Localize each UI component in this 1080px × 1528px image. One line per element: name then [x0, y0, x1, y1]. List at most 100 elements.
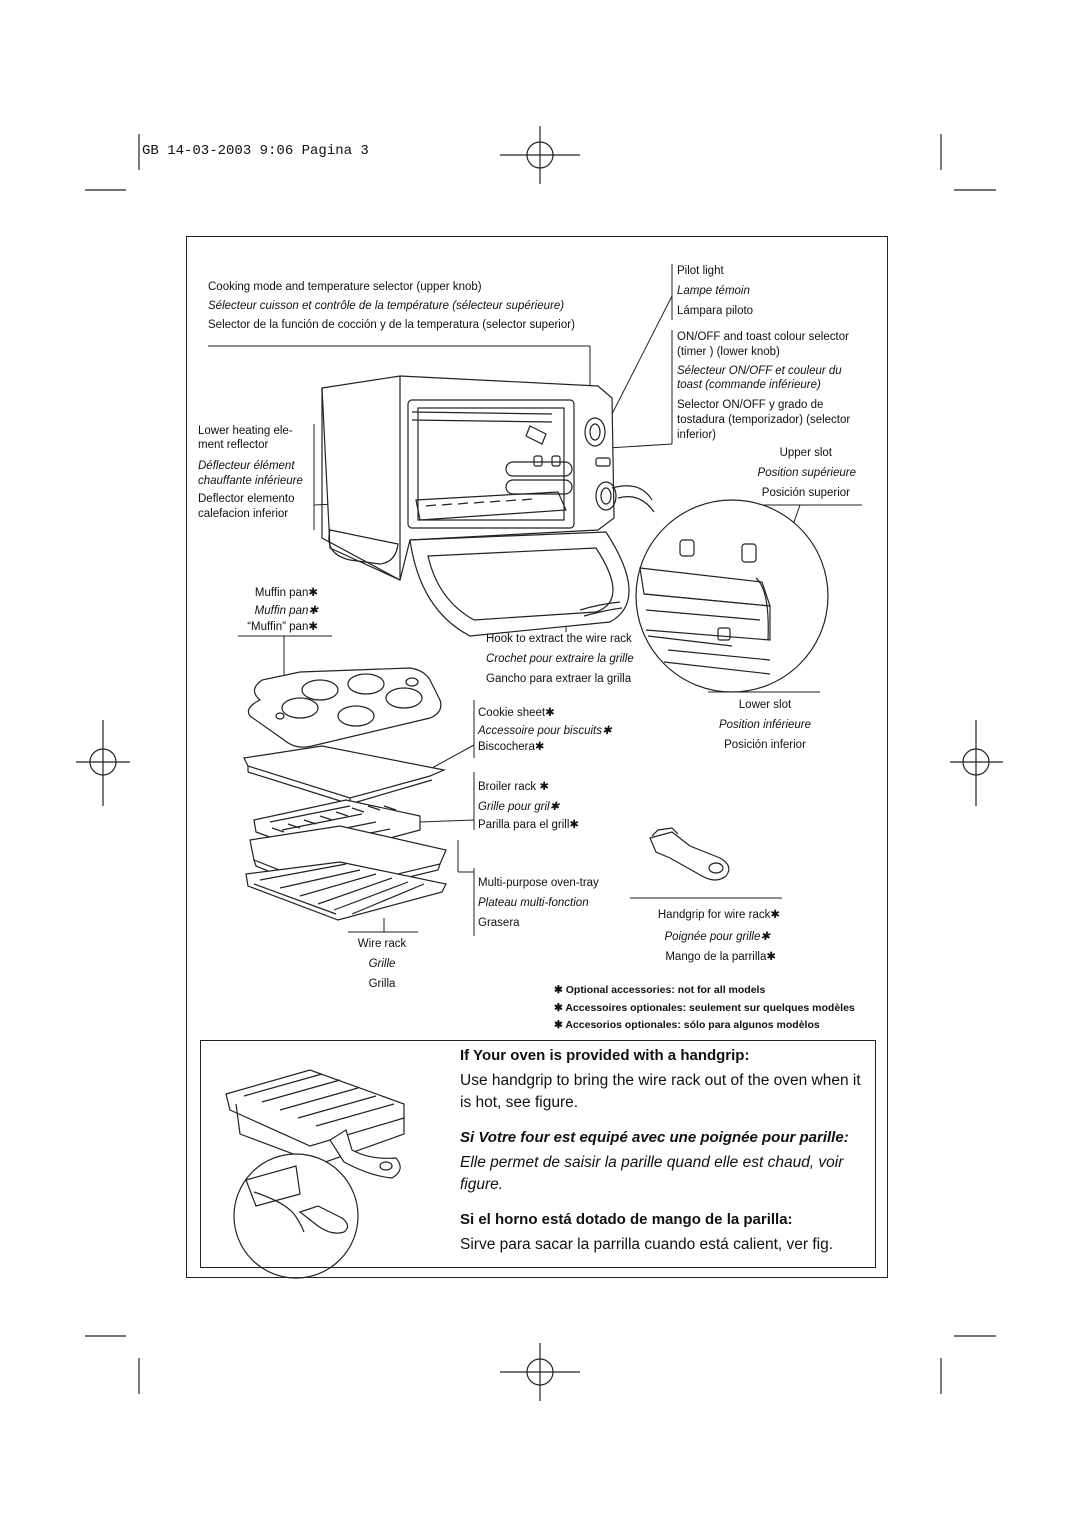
hook-label-fr: Crochet pour extraire la grille — [486, 653, 634, 665]
registration-mark-top — [500, 126, 580, 184]
registration-mark-bottom — [500, 1343, 580, 1401]
wire-rack-label-es: Grilla — [368, 978, 396, 990]
tray-label-en: Multi-purpose oven-tray — [478, 877, 599, 889]
muffin-pan-label-es: “Muffin” pan✱ — [220, 620, 318, 634]
registration-mark-right — [950, 720, 1003, 806]
handgrip-label-en: Handgrip for wire rack✱ — [620, 908, 780, 922]
reflector-label-en-2: ment reflector — [198, 439, 269, 451]
muffin-pan-text-en: Muffin pan — [254, 587, 309, 599]
handgrip-title-fr: Si Votre four est equipé avec une poigné… — [460, 1129, 849, 1146]
hook-label-es: Gancho para extraer la grilla — [486, 673, 632, 685]
slot-detail-circle — [635, 499, 829, 693]
timer-label-fr-2: toast (commande inférieure) — [677, 379, 821, 391]
registration-mark-left — [76, 720, 130, 806]
muffin-pan-drawing — [247, 667, 442, 748]
timer-label-es-3: inferior) — [677, 429, 716, 441]
wire-rack-label-en: Wire rack — [357, 938, 407, 950]
timer-label-es-1: Selector ON/OFF y grado de — [677, 399, 824, 411]
optional-star: ✱ — [770, 909, 780, 921]
handgrip-usage-drawing — [225, 1069, 405, 1279]
pilot-light-label-en: Pilot light — [677, 265, 724, 277]
handgrip-body-en: Use handgrip to bring the wire rack out … — [460, 1072, 861, 1111]
lower-slot-label-fr: Position inférieure — [718, 719, 812, 731]
optional-star: ✱ — [554, 1002, 563, 1014]
reflector-label-es-2: calefacion inferior — [198, 508, 289, 520]
broiler-rack-text-fr: Grille pour gril — [478, 801, 550, 813]
handgrip-label-es: Mango de la parrilla✱ — [620, 950, 776, 964]
handgrip-title-es: Si el horno está dotado de mango de la p… — [460, 1211, 793, 1228]
cookie-sheet-label-en: Cookie sheet✱ — [478, 706, 555, 720]
optional-star: ✱ — [554, 1019, 563, 1031]
print-header: GB 14-03-2003 9:06 Pagina 3 — [142, 143, 369, 159]
upper-slot-label-es: Posición superior — [761, 487, 850, 499]
lower-slot-label-en: Lower slot — [738, 699, 792, 711]
footnote-text-fr: Accessoires optionales: seulement sur qu… — [565, 1002, 855, 1014]
cookie-sheet-text-fr: Accessoire pour biscuits — [478, 725, 602, 737]
timer-label-es-2: tostadura (temporizador) (selector — [677, 414, 851, 426]
optional-star: ✱ — [308, 587, 318, 599]
muffin-pan-text-fr: Muffin pan — [254, 605, 309, 617]
mode-selector-label-es: Selector de la función de cocción y de l… — [208, 319, 575, 331]
mode-selector-label-fr: Sélecteur cuisson et contrôle de la temp… — [208, 300, 565, 312]
handgrip-instructions-box — [200, 1040, 876, 1268]
reflector-label-fr-1: Déflecteur élément — [198, 460, 295, 472]
cookie-sheet-label-fr: Accessoire pour biscuits✱ — [478, 724, 612, 738]
broiler-rack-label-en: Broiler rack ✱ — [478, 780, 549, 794]
reflector-label-es-1: Deflector elemento — [198, 493, 295, 505]
reflector-label-fr-2: chauffante inférieure — [198, 475, 303, 487]
cookie-sheet-label-es: Biscochera✱ — [478, 740, 545, 754]
page-frame — [186, 236, 888, 1278]
footnote-es: ✱ Accesorios optionales: sólo para algun… — [554, 1017, 820, 1033]
optional-star: ✱ — [766, 951, 776, 963]
handgrip-body-es: Sirve para sacar la parrilla cuando está… — [460, 1236, 834, 1253]
handgrip-text-en: Handgrip for wire rack — [657, 909, 771, 921]
optional-star: ✱ — [545, 707, 555, 719]
cookie-sheet-drawing — [243, 745, 447, 805]
handgrip-drawing — [649, 827, 730, 881]
footnote-text-es: Accesorios optionales: sólo para algunos… — [565, 1019, 820, 1031]
reflector-label-en-1: Lower heating ele- — [198, 425, 293, 437]
optional-star: ✱ — [539, 781, 549, 793]
footnote-fr: ✱ Accessoires optionales: seulement sur … — [554, 1000, 855, 1016]
cookie-sheet-text-en: Cookie sheet — [478, 707, 546, 719]
wire-rack-drawing — [245, 861, 447, 921]
handgrip-label-fr: Poignée pour grille✱ — [620, 930, 770, 944]
lower-slot-label-es: Posición inferior — [724, 739, 806, 751]
pilot-light-label-es: Lámpara piloto — [677, 305, 754, 317]
broiler-rack-label-es: Parilla para el grill✱ — [478, 818, 579, 832]
broiler-rack-text-es: Parilla para el grill — [478, 819, 570, 831]
timer-label-en-1: ON/OFF and toast colour selector — [677, 331, 849, 343]
wire-rack-label-fr: Grille — [368, 958, 396, 970]
hook-label-en: Hook to extract the wire rack — [486, 633, 632, 645]
muffin-pan-label-fr: Muffin pan✱ — [220, 604, 318, 618]
optional-star: ✱ — [760, 931, 770, 943]
broiler-rack-label-fr: Grille pour gril✱ — [478, 800, 559, 814]
optional-star: ✱ — [602, 725, 612, 737]
tray-label-es: Grasera — [478, 917, 520, 929]
muffin-pan-label-en: Muffin pan✱ — [220, 586, 318, 600]
footnote-en: ✱ Optional accessories: not for all mode… — [554, 982, 765, 998]
timer-label-fr-1: Sélecteur ON/OFF et couleur du — [677, 365, 842, 377]
optional-star: ✱ — [308, 605, 318, 617]
optional-star: ✱ — [569, 819, 580, 831]
upper-slot-label-en: Upper slot — [779, 447, 832, 459]
pilot-light-label-fr: Lampe témoin — [677, 285, 750, 297]
handgrip-text-es: Mango de la parrilla — [665, 951, 767, 963]
optional-star: ✱ — [534, 741, 545, 753]
muffin-pan-text-es: “Muffin” pan — [247, 621, 309, 633]
timer-label-en-2: (timer ) (lower knob) — [677, 346, 780, 358]
cookie-sheet-text-es: Biscochera — [478, 741, 535, 753]
crop-marks — [85, 134, 996, 1394]
broiler-rack-text-en: Broiler rack — [478, 781, 537, 793]
handgrip-text-fr: Poignée pour grille — [664, 931, 761, 943]
mode-selector-label-en: Cooking mode and temperature selector (u… — [208, 281, 482, 293]
optional-star: ✱ — [308, 621, 318, 633]
tray-label-fr: Plateau multi-fonction — [478, 897, 589, 909]
footnote-text-en: Optional accessories: not for all models — [565, 984, 766, 996]
toaster-oven-drawing — [321, 375, 655, 637]
optional-star: ✱ — [554, 984, 563, 996]
upper-slot-label-fr: Position supérieure — [757, 467, 856, 479]
handgrip-body-fr: Elle permet de saisir la parille quand e… — [460, 1154, 844, 1193]
handgrip-title-en: If Your oven is provided with a handgrip… — [460, 1047, 750, 1064]
